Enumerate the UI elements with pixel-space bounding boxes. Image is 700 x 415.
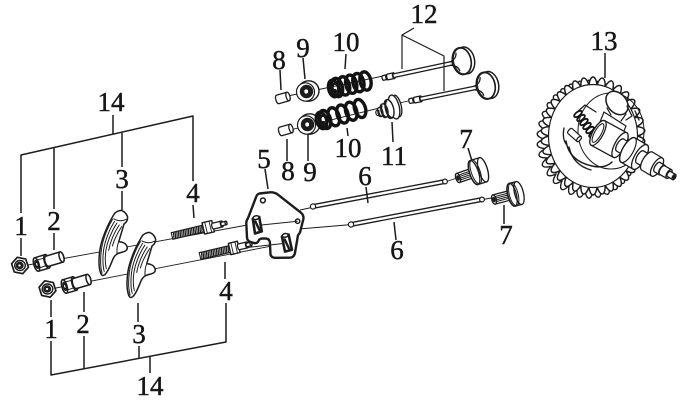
svg-text:1: 1 [14, 211, 28, 241]
svg-text:3: 3 [132, 319, 146, 349]
svg-text:9: 9 [303, 157, 317, 187]
svg-text:2: 2 [76, 309, 90, 339]
svg-text:8: 8 [272, 45, 286, 75]
svg-text:14: 14 [98, 87, 126, 117]
svg-text:10: 10 [333, 27, 360, 57]
svg-text:4: 4 [219, 276, 233, 306]
svg-text:12: 12 [411, 0, 438, 29]
svg-text:11: 11 [381, 141, 407, 171]
svg-text:5: 5 [257, 144, 271, 174]
svg-text:8: 8 [281, 156, 295, 186]
svg-text:1: 1 [44, 314, 58, 344]
svg-text:10: 10 [335, 133, 362, 163]
svg-text:2: 2 [47, 206, 61, 236]
svg-text:9: 9 [296, 33, 310, 63]
svg-text:6: 6 [358, 161, 372, 191]
svg-text:4: 4 [186, 178, 200, 208]
svg-text:7: 7 [499, 220, 513, 250]
svg-text:6: 6 [390, 235, 404, 265]
svg-text:14: 14 [137, 371, 165, 401]
svg-text:3: 3 [115, 164, 129, 194]
svg-text:7: 7 [459, 124, 473, 154]
svg-text:13: 13 [591, 26, 618, 56]
